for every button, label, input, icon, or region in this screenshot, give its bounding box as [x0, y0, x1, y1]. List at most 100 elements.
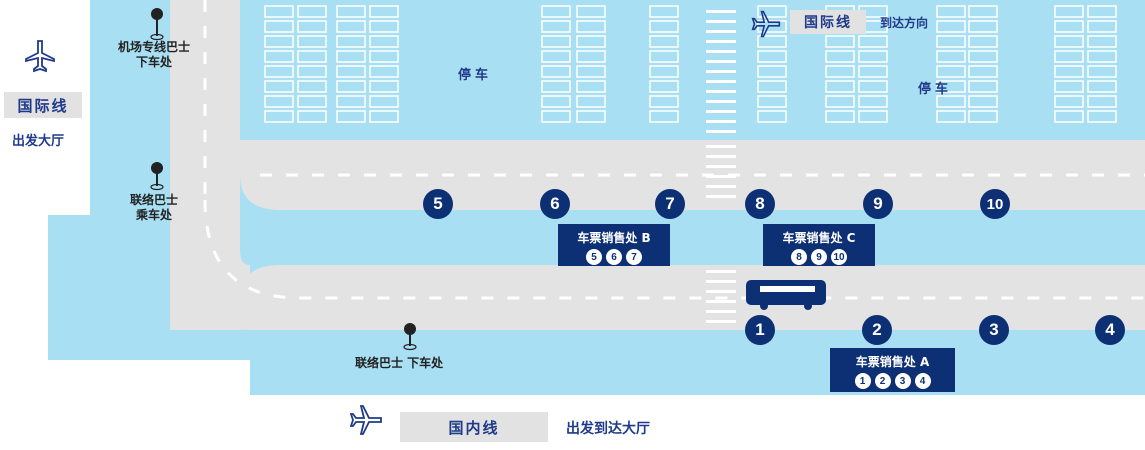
parking-slot	[264, 110, 294, 123]
parking-slot	[1087, 95, 1117, 108]
parking-slot	[1054, 50, 1084, 63]
airplane-icon	[349, 405, 382, 435]
stop-number: 3	[894, 373, 911, 389]
parking-slot	[936, 95, 966, 108]
parking-slot	[576, 35, 606, 48]
parking-slot	[297, 95, 327, 108]
parking-slot	[1054, 65, 1084, 78]
parking-slot	[649, 65, 679, 78]
parking-slot	[1087, 65, 1117, 78]
parking-slot	[649, 5, 679, 18]
international-label-box: 国际线	[4, 92, 82, 118]
crosswalk	[706, 10, 736, 323]
ticket-office-name: 车票销售处 C	[782, 231, 856, 245]
parking-slot	[369, 80, 399, 93]
international-label: 国际线	[17, 96, 69, 115]
bus-stop-2[interactable]: 2	[862, 315, 892, 345]
parking-slot	[649, 95, 679, 108]
parking-slot	[264, 80, 294, 93]
parking-slot	[336, 65, 366, 78]
parking-slot	[649, 50, 679, 63]
label-line: 下车处	[135, 55, 172, 69]
international-departure-hall: 出发大厅	[12, 134, 65, 149]
ticket-office-stops: 5 6 7	[558, 249, 670, 265]
parking-slot	[936, 20, 966, 33]
parking-slot	[968, 110, 998, 123]
stop-number: 4	[914, 373, 931, 389]
parking-slot	[858, 65, 888, 78]
ticket-office-c[interactable]: 车票销售处 C 8 9 10	[763, 224, 875, 266]
bus-stop-1[interactable]: 1	[745, 315, 775, 345]
parking-slot	[297, 5, 327, 18]
pin-liaison-pickup	[150, 162, 164, 191]
parking-slot	[968, 95, 998, 108]
parking-slot	[858, 50, 888, 63]
parking-slot	[576, 65, 606, 78]
bus-stop-5[interactable]: 5	[423, 189, 453, 219]
label-line: 联络巴士	[129, 193, 178, 207]
airport-shuttle-dropoff-label: 机场专线巴士 下车处	[104, 40, 204, 70]
label-line: 乘车处	[135, 208, 172, 222]
parking-slot	[336, 50, 366, 63]
parking-slot	[1087, 20, 1117, 33]
parking-slot	[1087, 35, 1117, 48]
parking-slot	[264, 95, 294, 108]
parking-slot	[858, 35, 888, 48]
parking-slot	[541, 20, 571, 33]
pin-liaison-dropoff	[403, 323, 417, 351]
parking-slot	[936, 5, 966, 18]
bus-stop-10[interactable]: 10	[980, 189, 1010, 219]
bus-icon	[746, 280, 826, 310]
bus-stop-6[interactable]: 6	[540, 189, 570, 219]
parking-slot	[541, 5, 571, 18]
international-arrival-box: 国际线	[790, 10, 866, 34]
parking-slot	[336, 5, 366, 18]
parking-slot	[541, 50, 571, 63]
ticket-office-name: 车票销售处 A	[855, 355, 930, 369]
label-line: 机场专线巴士	[117, 40, 190, 54]
bus-stop-7[interactable]: 7	[655, 189, 685, 219]
parking-slot	[541, 110, 571, 123]
parking-slot	[757, 65, 787, 78]
bus-stop-8[interactable]: 8	[745, 189, 775, 219]
stop-number: 1	[854, 373, 871, 389]
parking-slot	[541, 65, 571, 78]
ticket-office-stops: 8 9 10	[763, 249, 875, 265]
ticket-office-a[interactable]: 车票销售处 A 1 2 3 4	[830, 348, 955, 392]
bus-stop-9[interactable]: 9	[863, 189, 893, 219]
parking-slot	[936, 110, 966, 123]
parking-slot	[297, 35, 327, 48]
parking-slot	[825, 110, 855, 123]
parking-slot	[858, 80, 888, 93]
parking-slots	[264, 5, 1117, 123]
parking-slot	[369, 5, 399, 18]
parking-slot	[297, 20, 327, 33]
parking-slot	[576, 20, 606, 33]
parking-slot	[757, 80, 787, 93]
liaison-dropoff-label: 联络巴士 下车处	[355, 356, 444, 370]
parking-slot	[264, 20, 294, 33]
parking-slot	[297, 65, 327, 78]
parking-slot	[369, 20, 399, 33]
parking-slot	[858, 95, 888, 108]
parking-slot	[576, 95, 606, 108]
parking-slot	[757, 5, 787, 18]
parking-slot	[541, 80, 571, 93]
parking-slot	[757, 95, 787, 108]
domestic-hall: 出发到达大厅	[566, 421, 650, 437]
parking-label: 停车	[458, 68, 493, 83]
stop-number: 10	[831, 249, 847, 265]
parking-slot	[336, 95, 366, 108]
parking-slot	[936, 50, 966, 63]
parking-slot	[297, 110, 327, 123]
bus-stop-3[interactable]: 3	[979, 315, 1009, 345]
parking-slot	[369, 95, 399, 108]
parking-slot	[757, 110, 787, 123]
ticket-office-b[interactable]: 车票销售处 B 5 6 7	[558, 224, 670, 266]
bus-stop-4[interactable]: 4	[1095, 315, 1125, 345]
stop-number: 6	[606, 249, 622, 265]
parking-slot	[936, 80, 966, 93]
parking-slot	[541, 95, 571, 108]
parking-slot	[336, 110, 366, 123]
parking-slot	[1087, 50, 1117, 63]
